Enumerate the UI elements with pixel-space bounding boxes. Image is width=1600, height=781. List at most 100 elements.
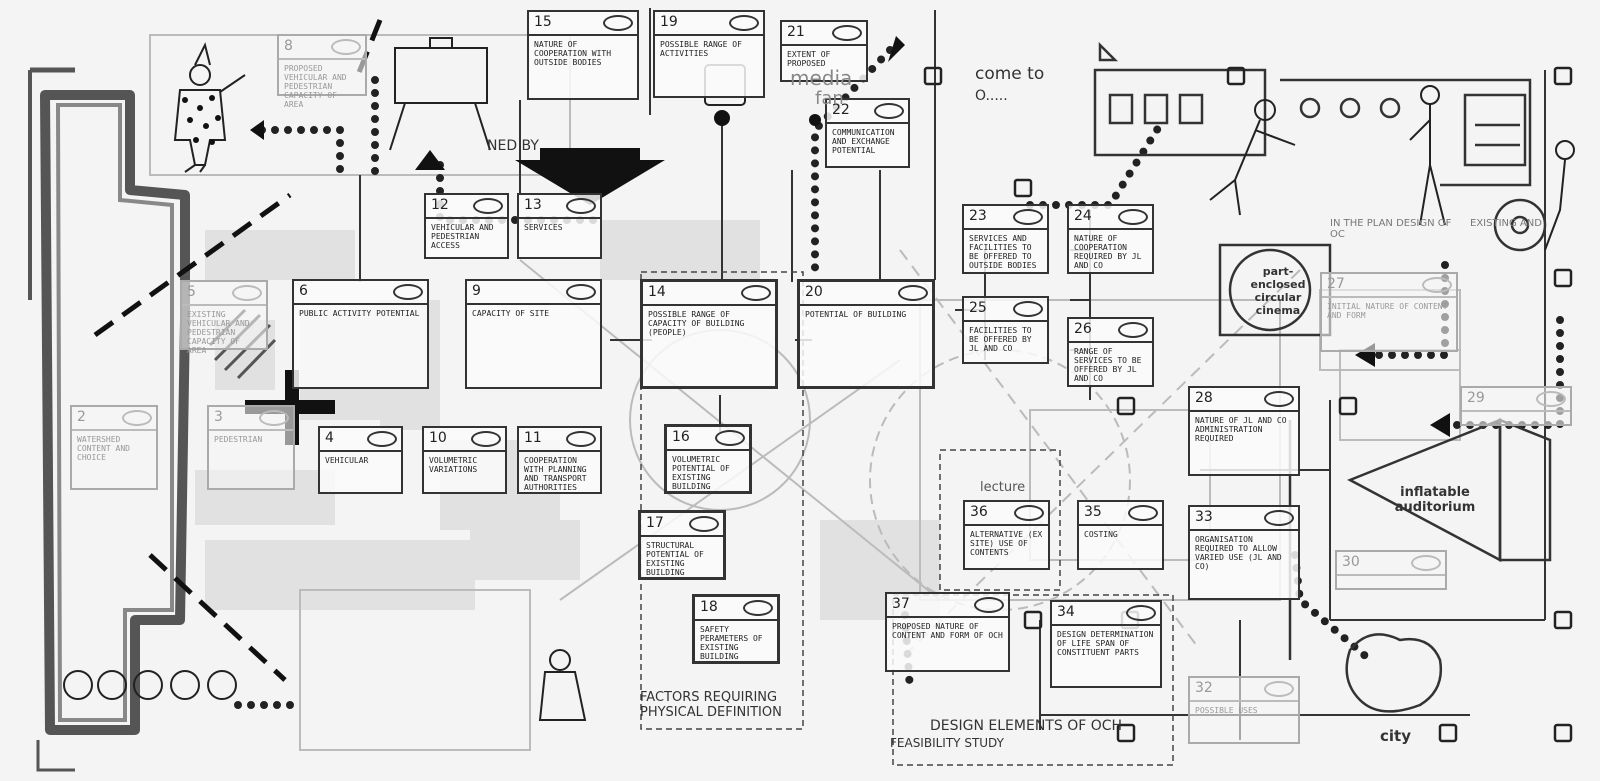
box-37[interactable]: 37 PROPOSED NATURE OF CONTENT AND FORM O… (885, 592, 1010, 672)
box-number: 22 (827, 100, 908, 124)
box-number: 27 (1322, 274, 1456, 298)
box-12[interactable]: 12 VEHICULAR AND PEDESTRIAN ACCESS (424, 193, 509, 259)
box-6[interactable]: 6 PUBLIC ACTIVITY POTENTIAL (292, 279, 429, 389)
box-36[interactable]: 36 ALTERNATIVE (EX SITE) USE OF CONTENTS (963, 500, 1050, 570)
label-come-to: come to (975, 64, 1045, 84)
box-33[interactable]: 33 ORGANISATION REQUIRED TO ALLOW VARIED… (1188, 505, 1300, 600)
status-oval (232, 285, 262, 301)
status-oval (1014, 505, 1044, 521)
box-13[interactable]: 13 SERVICES (517, 193, 602, 259)
clown-spots (182, 95, 221, 145)
box-number: 29 (1462, 388, 1570, 412)
box-29[interactable]: 29 (1460, 386, 1572, 426)
box-label: SERVICES (524, 223, 563, 232)
box-number: 33 (1190, 507, 1298, 531)
box-10[interactable]: 10 VOLUMETRIC VARIATIONS (422, 426, 507, 494)
box-label: CAPACITY OF SITE (472, 309, 550, 318)
box-16[interactable]: 16 VOLUMETRIC POTENTIAL OF EXISTING BUIL… (664, 424, 752, 494)
box-label: SERVICES AND FACILITIES TO BE OFFERED TO… (969, 234, 1037, 270)
label-existing: EXISTING AND (1470, 218, 1542, 229)
box-32[interactable]: 32 POSSIBLE USES (1188, 676, 1300, 744)
node-dot (714, 110, 730, 126)
box-number: 8 (279, 36, 365, 60)
box-label: ORGANISATION REQUIRED TO ALLOW VARIED US… (1195, 535, 1282, 571)
box-23[interactable]: 23 SERVICES AND FACILITIES TO BE OFFERED… (962, 204, 1049, 274)
box-number: 10 (424, 428, 505, 452)
box-number: 34 (1052, 602, 1160, 626)
box-20[interactable]: 20 POTENTIAL OF BUILDING (797, 279, 935, 389)
label-inflatable: inflatable auditorium (1394, 485, 1476, 515)
status-oval (874, 103, 904, 119)
status-oval (729, 15, 759, 31)
status-oval (1126, 605, 1156, 621)
box-8[interactable]: 8 PROPOSED VEHICULAR AND PEDESTRIAN CAPA… (277, 34, 367, 109)
box-number: 9 (467, 281, 600, 305)
status-oval (1118, 322, 1148, 338)
box-9[interactable]: 9 CAPACITY OF SITE (465, 279, 602, 389)
status-oval (1264, 391, 1294, 407)
status-oval (259, 410, 289, 426)
label-lecture: lecture (980, 480, 1026, 495)
box-2[interactable]: 2 WATERSHED CONTENT AND CHOICE (70, 405, 158, 490)
box-19[interactable]: 19 POSSIBLE RANGE OF ACTIVITIES (653, 10, 765, 98)
box-label: PEDESTRIAN (214, 435, 263, 444)
box-22[interactable]: 22 COMMUNICATION AND EXCHANGE POTENTIAL (825, 98, 910, 168)
box-26[interactable]: 26 RANGE OF SERVICES TO BE OFFERED BY JL… (1067, 317, 1154, 387)
figure-illustrations (63, 37, 1575, 721)
box-3[interactable]: 3 PEDESTRIAN (207, 405, 295, 490)
box-number: 28 (1190, 388, 1298, 412)
status-oval (1118, 209, 1148, 225)
status-oval (1264, 681, 1294, 697)
box-number: 32 (1190, 678, 1298, 702)
box-number: 4 (320, 428, 401, 452)
box-label: STRUCTURAL POTENTIAL OF EXISTING BUILDIN… (646, 541, 704, 577)
label-come-to-2: O..... (975, 88, 1008, 104)
box-number: 18 (695, 597, 777, 621)
box-5[interactable]: 5 EXISTING VEHICULAR AND PEDESTRIAN CAPA… (180, 280, 268, 355)
big-down-arrow (515, 148, 665, 205)
status-oval (832, 25, 862, 41)
box-4[interactable]: 4 VEHICULAR (318, 426, 403, 494)
status-oval (473, 198, 503, 214)
box-27[interactable]: 27 INITIAL NATURE OF CONTENT AND FORM (1320, 272, 1458, 352)
status-oval (367, 431, 397, 447)
box-label: PUBLIC ACTIVITY POTENTIAL (299, 309, 420, 318)
box-24[interactable]: 24 NATURE OF COOPERATION REQUIRED BY JL … (1067, 204, 1154, 274)
status-oval (974, 597, 1004, 613)
box-number: 21 (782, 22, 866, 46)
box-label: FACILITIES TO BE OFFERED BY JL AND CO (969, 326, 1032, 353)
box-number: 26 (1069, 319, 1152, 343)
box-number: 35 (1079, 502, 1162, 526)
box-number: 37 (887, 594, 1008, 618)
square-markers (923, 66, 1573, 743)
status-oval (566, 284, 596, 300)
box-label: NATURE OF JL AND CO ADMINISTRATION REQUI… (1195, 416, 1287, 443)
box-11[interactable]: 11 COOPERATION WITH PLANNING AND TRANSPO… (517, 426, 602, 494)
box-number: 25 (964, 298, 1047, 322)
box-15[interactable]: 15 NATURE OF COOPERATION WITH OUTSIDE BO… (527, 10, 639, 100)
box-label: VOLUMETRIC VARIATIONS (429, 456, 478, 474)
box-number: 30 (1337, 552, 1445, 576)
box-18[interactable]: 18 SAFETY PERAMETERS OF EXISTING BUILDIN… (692, 594, 780, 664)
box-number: 23 (964, 206, 1047, 230)
box-label: POTENTIAL OF BUILDING (805, 310, 907, 319)
box-25[interactable]: 25 FACILITIES TO BE OFFERED BY JL AND CO (962, 296, 1049, 364)
left-arrow-bottom-right (1430, 413, 1450, 437)
box-30[interactable]: 30 (1335, 550, 1447, 590)
box-17[interactable]: 17 STRUCTURAL POTENTIAL OF EXISTING BUIL… (638, 510, 726, 580)
box-label: EXISTING VEHICULAR AND PEDESTRIAN CAPACI… (187, 310, 250, 355)
box-34[interactable]: 34 DESIGN DETERMINATION OF LIFE SPAN OF … (1050, 600, 1162, 688)
box-label: POSSIBLE RANGE OF ACTIVITIES (660, 40, 742, 58)
box-35[interactable]: 35 COSTING (1077, 500, 1164, 570)
status-oval (1411, 555, 1441, 571)
box-number: 15 (529, 12, 637, 36)
box-21[interactable]: 21 EXTENT OF PROPOSED (780, 20, 868, 82)
box-28[interactable]: 28 NATURE OF JL AND CO ADMINISTRATION RE… (1188, 386, 1300, 476)
label-media: media (790, 66, 853, 90)
label-city: city (1380, 727, 1411, 745)
left-arrow (250, 120, 264, 140)
box-14[interactable]: 14 POSSIBLE RANGE OF CAPACITY OF BUILDIN… (640, 279, 778, 389)
status-oval (1128, 505, 1158, 521)
box-label: RANGE OF SERVICES TO BE OFFERED BY JL AN… (1074, 347, 1142, 383)
status-oval (393, 284, 423, 300)
